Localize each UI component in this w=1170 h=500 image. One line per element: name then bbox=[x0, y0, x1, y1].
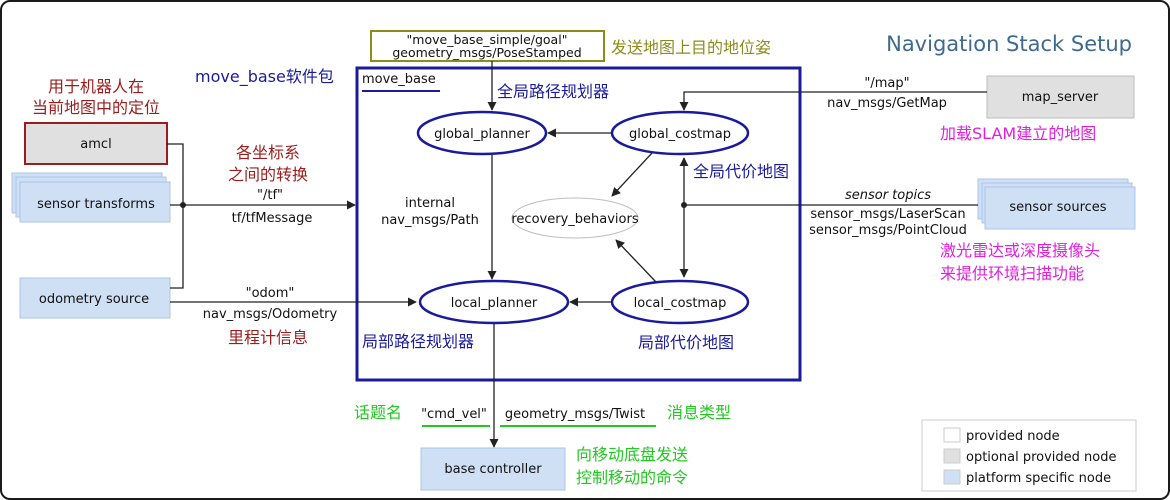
amcl-node-label: amcl bbox=[80, 137, 111, 152]
tf-caption-line2: 之间的转换 bbox=[228, 165, 308, 184]
map-topic-name: "/map" bbox=[864, 76, 909, 91]
recovery-behaviors-label: recovery_behaviors bbox=[511, 212, 638, 227]
legend-optional-label: optional provided node bbox=[966, 450, 1116, 465]
base-controller-label: base controller bbox=[444, 462, 542, 477]
goal-topic-name: "move_base_simple/goal" bbox=[407, 32, 568, 47]
global-planner-label: global_planner bbox=[434, 127, 530, 142]
amcl-caption-line1: 用于机器人在 bbox=[48, 77, 144, 96]
global-costmap-caption: 全局代价地图 bbox=[693, 162, 789, 181]
global-planner-node bbox=[416, 110, 548, 156]
global-planner-caption: 全局路径规划器 bbox=[497, 82, 609, 101]
amcl-node bbox=[24, 122, 168, 165]
base-caption-line1: 向移动底盘发送 bbox=[576, 445, 688, 464]
map-topic-type: nav_msgs/GetMap bbox=[827, 96, 947, 111]
map-caption: 加载SLAM建立的地图 bbox=[940, 124, 1096, 143]
topic-name-caption: 话题名 bbox=[354, 403, 402, 422]
global-costmap-to-recovery-arrow bbox=[611, 152, 653, 197]
goal-topic-box bbox=[370, 30, 605, 62]
local-costmap-caption: 局部代价地图 bbox=[638, 333, 734, 352]
base-controller-node bbox=[420, 447, 566, 491]
sensor-sources-node bbox=[984, 186, 1136, 230]
sensor-transforms-node bbox=[19, 181, 171, 223]
legend-optional-swatch bbox=[943, 448, 961, 464]
move-base-caption: move_base软件包 bbox=[195, 67, 334, 87]
sensor-transforms-label: sensor transforms bbox=[37, 197, 155, 212]
legend-platform-swatch bbox=[943, 469, 961, 485]
msg-type-caption: 消息类型 bbox=[667, 403, 731, 422]
recovery-behaviors-node bbox=[511, 197, 639, 239]
legend-platform-label: platform specific node bbox=[966, 471, 1111, 486]
sensor-topics-label: sensor topics bbox=[845, 188, 931, 203]
move-base-box-label: move_base bbox=[362, 72, 436, 87]
amcl-caption-line2: 当前地图中的定位 bbox=[32, 98, 160, 117]
map-server-label: map_server bbox=[1022, 90, 1099, 105]
sensor-caption-line1: 激光雷达或深度摄像头 bbox=[940, 241, 1100, 260]
local-planner-caption: 局部路径规划器 bbox=[362, 332, 474, 351]
odom-topic-name: "odom" bbox=[246, 286, 295, 301]
odometry-source-node bbox=[19, 277, 171, 319]
odom-topic-type: nav_msgs/Odometry bbox=[203, 307, 338, 322]
internal-label-line2: nav_msgs/Path bbox=[381, 213, 479, 228]
pointcloud-type: sensor_msgs/PointCloud bbox=[809, 223, 967, 238]
amcl-to-tf-line bbox=[167, 143, 184, 205]
tf-caption-line1: 各坐标系 bbox=[236, 143, 300, 162]
local-costmap-label: local_costmap bbox=[634, 296, 727, 311]
tf-topic-type: tf/tfMessage bbox=[232, 211, 313, 226]
internal-label-line1: internal bbox=[405, 196, 455, 211]
goal-caption: 发送地图上目的地位姿 bbox=[611, 38, 771, 57]
local-costmap-to-recovery-arrow bbox=[615, 239, 657, 283]
laserscan-type: sensor_msgs/LaserScan bbox=[810, 207, 965, 222]
move-base-container bbox=[355, 66, 802, 382]
odom-to-tf-line bbox=[170, 205, 184, 289]
local-planner-label: local_planner bbox=[451, 296, 538, 311]
base-caption-line2: 控制移动的命令 bbox=[576, 468, 688, 487]
diagram-title: Navigation Stack Setup bbox=[886, 32, 1132, 56]
sensor-caption-line2: 来提供环境扫描功能 bbox=[940, 264, 1084, 283]
global-costmap-label: global_costmap bbox=[629, 127, 731, 142]
map-server-node bbox=[986, 75, 1135, 119]
tf-topic-name: "/tf" bbox=[257, 188, 283, 203]
legend-provided-label: provided node bbox=[966, 429, 1060, 444]
legend-provided-swatch bbox=[943, 427, 961, 443]
odometry-source-label: odometry source bbox=[39, 292, 149, 307]
odom-caption: 里程计信息 bbox=[228, 328, 308, 347]
map-arrow bbox=[679, 91, 987, 111]
sensor-junction-dot bbox=[681, 202, 687, 208]
cmd-vel-topic: "cmd_vel" bbox=[421, 407, 487, 422]
twist-type: geometry_msgs/Twist bbox=[505, 407, 645, 422]
goal-topic-type: geometry_msgs/PoseStamped bbox=[392, 45, 581, 60]
sensor-sources-label: sensor sources bbox=[1009, 200, 1106, 215]
